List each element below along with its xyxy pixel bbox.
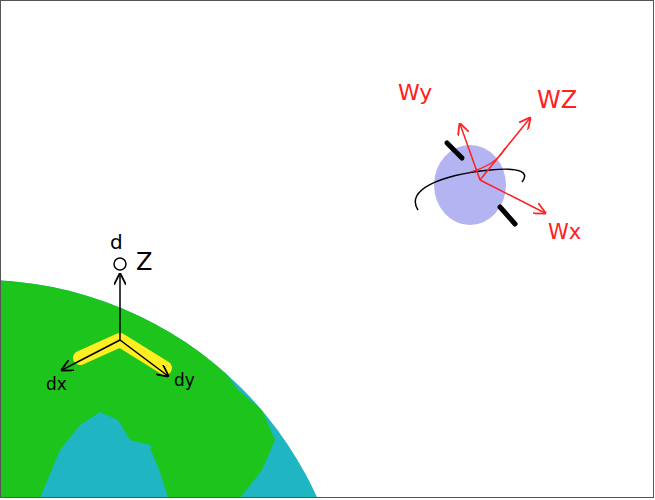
axis-label: dx <box>46 376 67 393</box>
land <box>150 440 200 497</box>
axis-arrow <box>120 340 168 376</box>
ocean <box>1 280 350 497</box>
solar-panel <box>500 207 515 224</box>
axis-label: WZ <box>537 88 577 112</box>
axis-label: Wx <box>548 222 581 243</box>
land <box>1 280 275 497</box>
axis-arrow <box>119 274 121 340</box>
orbit-arc <box>415 169 524 210</box>
satellite-body <box>434 145 506 225</box>
head-circle <box>114 258 126 270</box>
rotation-curve <box>470 148 505 172</box>
axis-label: Z <box>136 250 152 274</box>
axis-label: dy <box>174 372 195 389</box>
solar-panel <box>447 143 462 158</box>
axis-label: Wy <box>398 82 432 104</box>
body-axis <box>480 180 545 213</box>
axis-arrow <box>62 340 120 370</box>
axis-label: d <box>110 232 123 252</box>
